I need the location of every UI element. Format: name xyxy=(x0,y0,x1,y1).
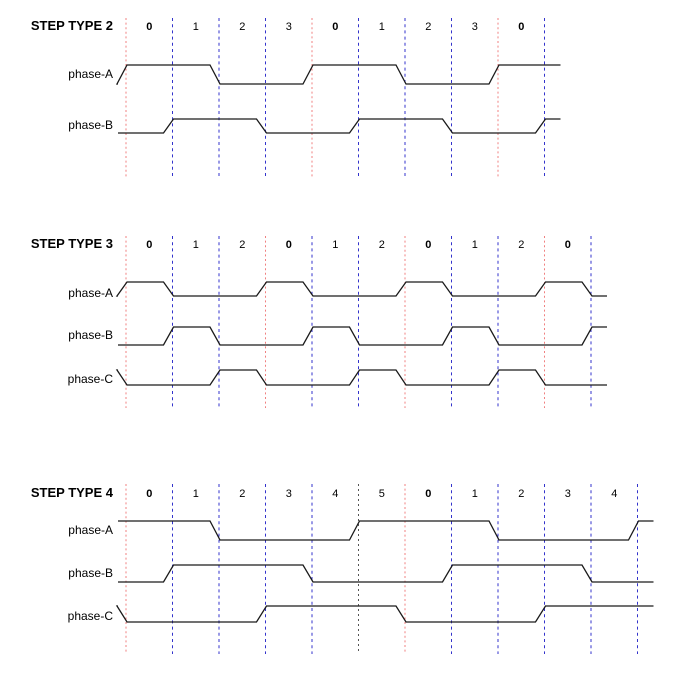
signal-label-phase-B: phase-B xyxy=(68,118,113,132)
signal-label-phase-A: phase-A xyxy=(68,67,113,81)
step-index-label: 3 xyxy=(472,21,478,33)
step-index-label: 3 xyxy=(565,488,571,500)
waveform-phase-B xyxy=(118,564,654,583)
step-index-label: 1 xyxy=(193,488,199,500)
waveform-phase-A xyxy=(118,520,654,541)
signal-label-phase-C: phase-C xyxy=(68,609,114,623)
step-index-label: 2 xyxy=(425,21,431,33)
signal-label-phase-B: phase-B xyxy=(68,328,113,342)
step-index-label: 4 xyxy=(332,488,338,500)
step-index-label: 0 xyxy=(425,488,431,500)
waveform-phase-B xyxy=(118,118,561,134)
step-index-label: 2 xyxy=(518,488,524,500)
step-index-label: 0 xyxy=(286,239,292,251)
step-index-label: 0 xyxy=(146,239,152,251)
step-index-label: 2 xyxy=(239,239,245,251)
timing-diagram-step-type-3: STEP TYPE 3 0 1 2 0 1 2 0 1 2 0 phase-A phase-B phase… xyxy=(0,228,674,418)
signal-label-phase-C: phase-C xyxy=(68,372,114,386)
step-index-label: 0 xyxy=(146,488,152,500)
step-index-label: 2 xyxy=(379,239,385,251)
step-index-label: 2 xyxy=(239,488,245,500)
step-index-label: 3 xyxy=(286,21,292,33)
step-index-label: 5 xyxy=(379,488,385,500)
diagram-title: STEP TYPE 3 xyxy=(31,236,113,251)
waveform-phase-B xyxy=(118,326,607,346)
step-index-label: 1 xyxy=(472,239,478,251)
step-index-label: 0 xyxy=(332,21,338,33)
step-index-label: 2 xyxy=(518,239,524,251)
step-index-label: 1 xyxy=(193,21,199,33)
timing-diagram-step-type-2: STEP TYPE 2 0 1 2 3 0 1 2 3 0 phase-A phase-B xyxy=(0,0,674,200)
step-index-label: 0 xyxy=(565,239,571,251)
step-index-label: 1 xyxy=(379,21,385,33)
signal-label-phase-A: phase-A xyxy=(68,286,113,300)
waveform-phase-C xyxy=(115,369,607,386)
step-index-label: 3 xyxy=(286,488,292,500)
waveform-phase-A xyxy=(115,281,607,297)
diagram-title: STEP TYPE 2 xyxy=(31,18,113,33)
step-index-label: 1 xyxy=(332,239,338,251)
timing-diagram-step-type-4: STEP TYPE 4 0 1 2 3 4 5 0 1 2 3 4 phase-A phase-B phas… xyxy=(0,472,674,667)
signal-label-phase-A: phase-A xyxy=(68,523,113,537)
waveform-phase-A xyxy=(115,64,561,85)
step-index-label: 0 xyxy=(146,21,152,33)
diagram-title: STEP TYPE 4 xyxy=(31,485,114,500)
step-index-label: 2 xyxy=(239,21,245,33)
step-index-label: 4 xyxy=(611,488,617,500)
step-index-label: 0 xyxy=(425,239,431,251)
signal-label-phase-B: phase-B xyxy=(68,566,113,580)
step-index-label: 1 xyxy=(472,488,478,500)
step-index-label: 0 xyxy=(518,21,524,33)
waveform-phase-C xyxy=(115,605,654,623)
step-index-label: 1 xyxy=(193,239,199,251)
